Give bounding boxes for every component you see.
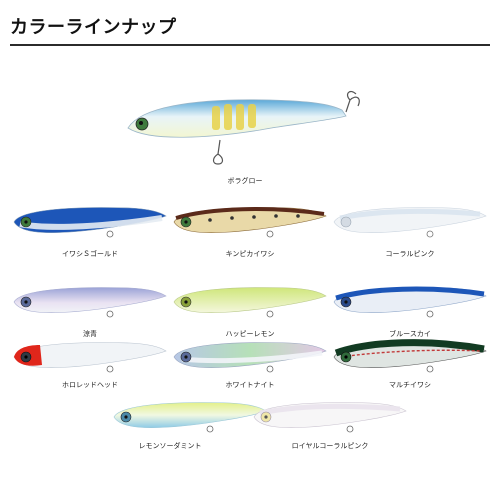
featured-lure: ボラグロー (120, 80, 370, 185)
lure-caption: レモンソーダミント (138, 442, 202, 450)
lure-caption: コーラルピンク (385, 250, 435, 258)
lure-item (330, 280, 490, 320)
lure-caption: イワシＳゴールド (62, 250, 118, 258)
lure-illustration (333, 286, 487, 318)
lure-caption: キンピカイワシ (225, 250, 275, 258)
lure-item (170, 335, 330, 375)
lure-caption: ロイヤルコーラルピンク (291, 442, 369, 450)
header-divider (10, 44, 490, 46)
lure-illustration (333, 207, 487, 238)
lure-item (10, 280, 170, 320)
lure-caption: 涼青 (83, 330, 97, 338)
lure-caption: ボラグロー (227, 177, 263, 185)
lure-item (330, 200, 490, 240)
page-title: カラーラインナップ (10, 17, 177, 38)
lure-illustration (173, 287, 327, 318)
lure-illustration (13, 287, 167, 318)
lure-item (330, 335, 490, 375)
lure-item (10, 335, 170, 375)
lure-caption: マルチイワシ (389, 381, 431, 389)
lure-caption: ホロレッドヘッド (62, 381, 118, 389)
lure-item (170, 280, 330, 320)
lure-caption: ブルースカイ (389, 330, 431, 338)
lure-illustration (173, 342, 327, 373)
lure-caption: ホワイトナイト (225, 381, 275, 389)
lure-illustration (253, 402, 407, 433)
lure-illustration (333, 339, 487, 373)
lure-item (170, 200, 330, 240)
lure-item (10, 200, 170, 240)
featured-lure-illustration (127, 90, 360, 165)
lure-illustration (113, 402, 267, 433)
lure-item (110, 395, 270, 435)
lure-item (250, 395, 410, 435)
lure-caption: ハッピーレモン (225, 330, 275, 338)
lure-illustration (13, 207, 167, 238)
lure-illustration (13, 342, 167, 373)
lure-illustration (173, 207, 327, 238)
